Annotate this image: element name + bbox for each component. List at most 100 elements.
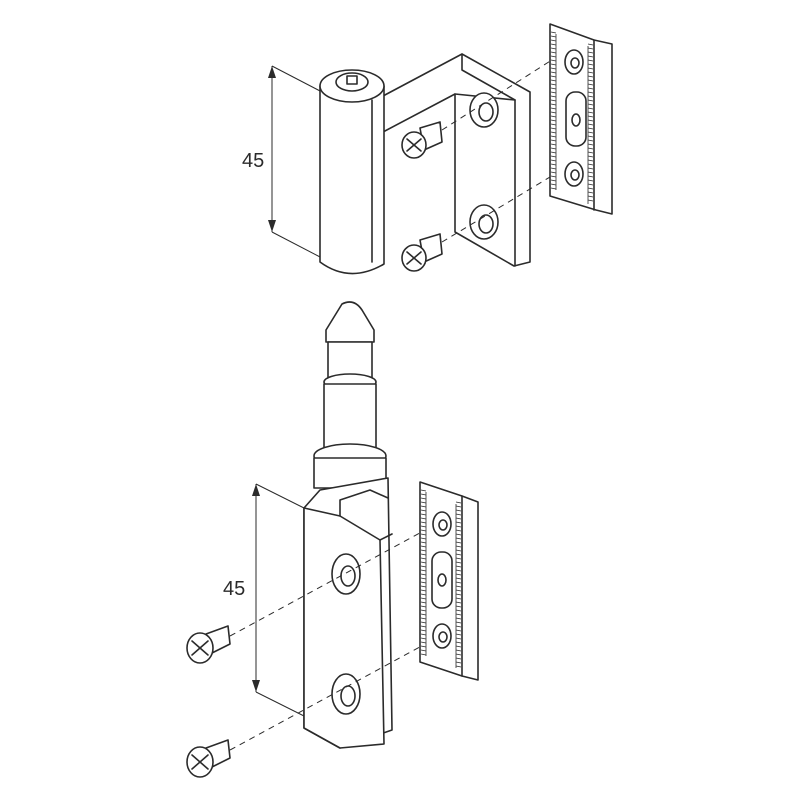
plate-serration	[587, 183, 594, 186]
plate-serration	[455, 597, 462, 600]
plate-serration	[420, 525, 427, 528]
plate-serration	[587, 71, 594, 74]
plate-serration	[420, 625, 427, 628]
lower-dimension-label: 45	[223, 578, 245, 600]
plate-serration	[587, 47, 594, 50]
plate-serration	[550, 135, 557, 138]
upper-hinge: 45	[242, 23, 613, 275]
upper-screw-top	[401, 121, 443, 159]
lower-screw-bottom	[186, 739, 231, 778]
plate-serration	[550, 47, 557, 50]
plate-serration	[420, 509, 427, 512]
plate-serration	[550, 167, 557, 170]
plate-serration	[550, 171, 557, 174]
plate-serration	[455, 637, 462, 640]
plate-serration	[587, 83, 594, 86]
plate-serration	[420, 573, 427, 576]
plate-serration	[587, 75, 594, 78]
plate-serration	[550, 175, 557, 178]
plate-serration	[420, 649, 427, 652]
plate-serration	[455, 617, 462, 620]
plate-serration	[420, 641, 427, 644]
plate-serration	[420, 633, 427, 636]
plate-serration	[455, 605, 462, 608]
upper-screw-bottom	[401, 233, 443, 272]
plate-serration	[587, 195, 594, 198]
plate-serration	[587, 131, 594, 134]
plate-serration	[455, 533, 462, 536]
plate-serration	[587, 187, 594, 190]
plate-serration	[455, 557, 462, 560]
plate-serration	[550, 59, 557, 62]
plate-serration	[420, 593, 427, 596]
plate-serration	[587, 199, 594, 202]
plate-serration	[420, 569, 427, 572]
plate-serration	[420, 529, 427, 532]
plate-serration	[455, 561, 462, 564]
plate-serration	[587, 139, 594, 142]
lower-bracket-hole-bottom	[331, 673, 361, 715]
plate-serration	[420, 637, 427, 640]
plate-serration	[550, 99, 557, 102]
plate-serration	[420, 621, 427, 624]
plate-serration	[550, 39, 557, 42]
plate-serration	[455, 537, 462, 540]
plate-serration	[550, 43, 557, 46]
plate-serration	[587, 79, 594, 82]
plate-serration	[420, 653, 427, 656]
plate-serration	[550, 147, 557, 150]
plate-serration	[420, 613, 427, 616]
plate-serration	[550, 143, 557, 146]
plate-serration	[455, 665, 462, 668]
plate-serration	[587, 63, 594, 66]
plate-serration	[550, 187, 557, 190]
plate-serration	[420, 497, 427, 500]
plate-serration	[587, 99, 594, 102]
plate-serration	[587, 51, 594, 54]
plate-serration	[550, 159, 557, 162]
plate-serration	[420, 617, 427, 620]
plate-serration	[420, 489, 427, 492]
plate-serration	[455, 553, 462, 556]
plate-serration	[420, 589, 427, 592]
plate-serration	[587, 127, 594, 130]
plate-serration	[587, 179, 594, 182]
upper-dimension: 45	[242, 65, 323, 259]
plate-serration	[455, 581, 462, 584]
plate-serration	[587, 123, 594, 126]
plate-serration	[550, 63, 557, 66]
plate-serration	[455, 589, 462, 592]
upper-bracket	[382, 53, 531, 267]
plate-serration	[550, 139, 557, 142]
plate-serration	[455, 653, 462, 656]
plate-serration	[455, 601, 462, 604]
plate-serration	[550, 67, 557, 70]
plate-serration	[587, 111, 594, 114]
plate-serration	[455, 549, 462, 552]
plate-serration	[420, 561, 427, 564]
lower-backing-plate	[419, 481, 479, 681]
plate-serration	[550, 83, 557, 86]
plate-serration	[587, 59, 594, 62]
plate-serration	[455, 569, 462, 572]
plate-serration	[455, 613, 462, 616]
lower-dimension: 45	[223, 483, 305, 717]
plate-serration	[550, 155, 557, 158]
plate-serration	[420, 517, 427, 520]
plate-serration	[587, 171, 594, 174]
upper-bracket-hole-bottom	[469, 204, 499, 240]
plate-serration	[587, 115, 594, 118]
plate-serration	[420, 537, 427, 540]
plate-serration	[587, 175, 594, 178]
plate-serration	[420, 545, 427, 548]
upper-barrel	[319, 69, 385, 275]
plate-serration	[455, 621, 462, 624]
plate-serration	[455, 509, 462, 512]
plate-serration	[420, 581, 427, 584]
plate-serration	[420, 501, 427, 504]
plate-serration	[587, 143, 594, 146]
plate-serration	[550, 87, 557, 90]
plate-serration	[587, 103, 594, 106]
lower-bracket	[303, 477, 393, 749]
plate-serration	[455, 513, 462, 516]
